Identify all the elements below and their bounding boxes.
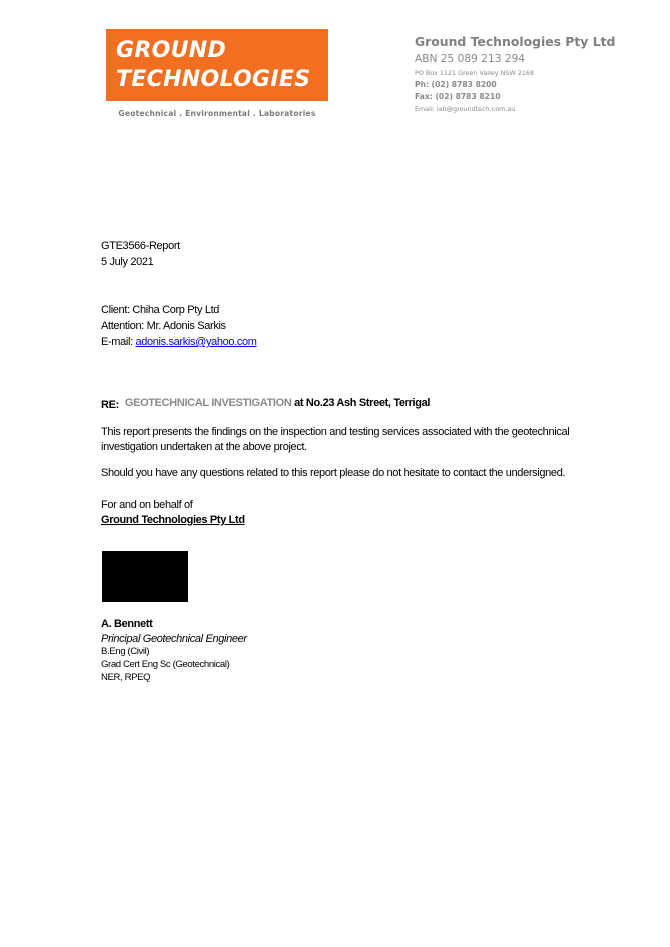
re-label: RE: bbox=[101, 399, 119, 411]
company-logo: GROUND TECHNOLOGIES bbox=[106, 29, 328, 101]
company-abn: ABN 25 089 213 294 bbox=[415, 53, 526, 65]
subject-line: RE: GEOTECHNICAL INVESTIGATION at No.23 A… bbox=[101, 395, 430, 411]
logo-tagline: Geotechnical . Environmental . Laborator… bbox=[118, 109, 316, 118]
logo-line-2: TECHNOLOGIES bbox=[116, 67, 311, 92]
email-label: E-mail: bbox=[101, 336, 136, 348]
client-line: Client: Chiha Corp Pty Ltd bbox=[101, 304, 220, 316]
logo-line-1: GROUND bbox=[116, 38, 227, 63]
company-fax: Fax: (02) 8783 8210 bbox=[415, 92, 501, 101]
signatory-title: Principal Geotechnical Engineer bbox=[101, 633, 247, 645]
signatory-name: A. Bennett bbox=[101, 618, 153, 630]
company-contact-block: Ground Technologies Pty Ltd ABN 25 089 2… bbox=[415, 34, 665, 115]
body-paragraph-1: This report presents the findings on the… bbox=[101, 426, 570, 453]
signature-redacted bbox=[102, 551, 188, 602]
company-phone: Ph: (02) 8783 8200 bbox=[415, 80, 497, 89]
signatory-qualification-3: NER, RPEQ bbox=[101, 672, 151, 683]
re-subject: GEOTECHNICAL INVESTIGATION bbox=[124, 397, 292, 409]
signatory-qualification-1: B.Eng (Civil) bbox=[101, 646, 150, 657]
report-date: 5 July 2021 bbox=[101, 256, 154, 268]
signatory-qualification-2: Grad Cert Eng Sc (Geotechnical) bbox=[101, 659, 230, 670]
body-paragraph-2: Should you have any questions related to… bbox=[101, 467, 566, 479]
behalf-line: For and on behalf of bbox=[101, 499, 193, 511]
behalf-company: Ground Technologies Pty Ltd bbox=[101, 514, 245, 526]
email-link[interactable]: adonis.sarkis@yahoo.com bbox=[135, 336, 257, 348]
company-address: PO Box 1121 Green Valley NSW 2168 bbox=[415, 69, 535, 77]
email-line: E-mail: adonis.sarkis@yahoo.com bbox=[101, 334, 257, 350]
re-location: at No.23 Ash Street, Terrigal bbox=[291, 397, 431, 409]
company-email: Email: lab@groundtech.com.au bbox=[415, 105, 516, 113]
attention-line: Attention: Mr. Adonis Sarkis bbox=[101, 320, 226, 332]
company-name: Ground Technologies Pty Ltd bbox=[415, 34, 616, 49]
report-reference: GTE3566-Report bbox=[101, 240, 180, 252]
